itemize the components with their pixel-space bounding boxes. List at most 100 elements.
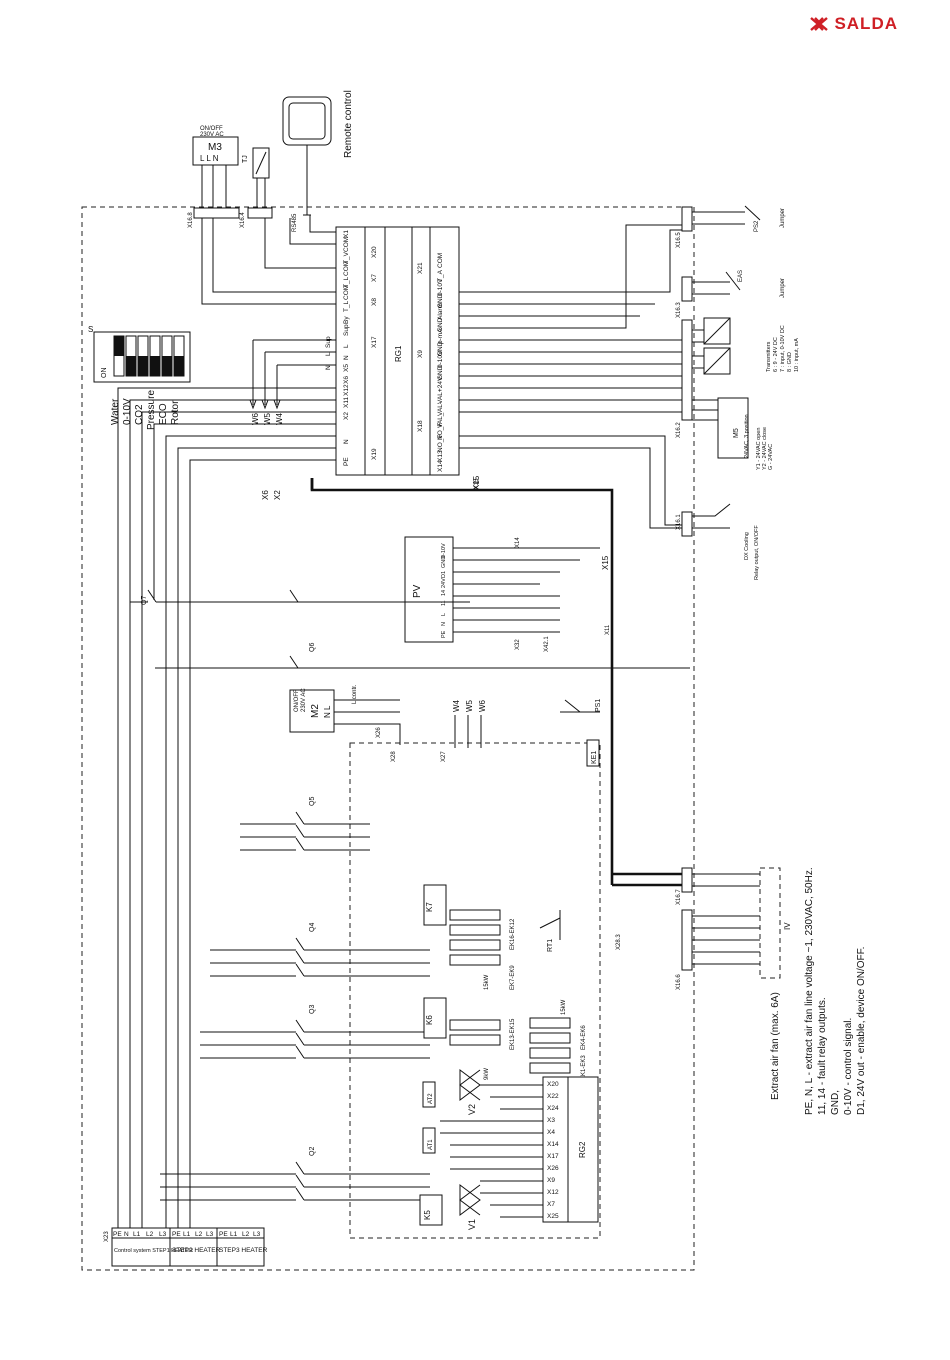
svg-text:VAL+: VAL+ <box>437 388 444 404</box>
svg-text:X28.3: X28.3 <box>616 934 622 950</box>
svg-text:7 : input, 0-10V DC: 7 : input, 0-10V DC <box>780 325 786 372</box>
svg-text:VAL_: VAL_ <box>437 412 444 428</box>
svg-text:GND: GND <box>437 365 444 380</box>
svg-text:X11: X11 <box>343 397 350 408</box>
svg-text:X22: X22 <box>547 1093 559 1100</box>
svg-text:L1: L1 <box>230 1231 238 1238</box>
svg-text:X17: X17 <box>547 1153 559 1160</box>
svg-text:GND: GND <box>437 341 444 356</box>
rt1-sensor <box>539 910 561 940</box>
heater-step2-label: STEP2 HEATER <box>172 1247 221 1254</box>
svg-text:ON/OFF: ON/OFF <box>294 689 300 712</box>
heater-elements-k6: EK13-EK15 9kW <box>449 1018 516 1080</box>
svg-text:RT1: RT1 <box>547 939 554 952</box>
svg-text:L3: L3 <box>159 1231 167 1238</box>
svg-text:24VAC, 3 position: 24VAC, 3 position <box>744 414 750 458</box>
dip-switch-label: S <box>88 325 93 334</box>
svg-text:GND: GND <box>437 317 444 332</box>
svg-text:COM: COM <box>343 285 350 300</box>
svg-text:G - 24VAC: G - 24VAC <box>768 444 774 470</box>
pv-id: PV <box>412 584 423 598</box>
svg-text:X24: X24 <box>547 1105 559 1112</box>
transmitter-legend: Transmitters 6 : 9 - 24V DC 7 : input, 0… <box>766 325 800 372</box>
fan-m3-supply: 230V AC <box>200 132 224 138</box>
extract-fan-notes: PE, N, L - extract air fan line voltage … <box>804 867 867 1115</box>
svg-text:X19: X19 <box>371 448 378 460</box>
valve-v1 <box>459 1184 481 1216</box>
svg-text:N: N <box>343 355 350 360</box>
rg2-controller <box>542 1076 599 1223</box>
salda-logo-icon <box>810 17 829 31</box>
x16-8-label: X16.8 <box>188 212 194 228</box>
eas-switch <box>692 271 741 295</box>
svg-text:8 : GND: 8 : GND <box>787 352 793 372</box>
svg-text:Q3: Q3 <box>309 1005 316 1014</box>
svg-text:X3: X3 <box>547 1117 555 1124</box>
svg-text:EK16-EK12: EK16-EK12 <box>510 918 516 950</box>
svg-text:Jumper: Jumper <box>780 208 786 228</box>
rg1-id: RG1 <box>394 345 403 362</box>
svg-text:Q2: Q2 <box>309 1147 316 1156</box>
svg-text:14: 14 <box>441 590 447 596</box>
remote-control-screen <box>288 102 326 140</box>
svg-text:X27: X27 <box>441 751 447 762</box>
svg-text:DX Cooling: DX Cooling <box>744 532 750 560</box>
ps1-label: PS1 <box>595 699 602 712</box>
svg-text:V2: V2 <box>467 1104 477 1115</box>
heater-elements-k7: EK16-EK12 EK7-EK9 15kW <box>449 909 516 990</box>
svg-text:X1: X1 <box>343 230 350 238</box>
heater-terminal-block <box>111 1227 265 1267</box>
heater-elements-right: EK4-EK6 EK1-EK3 15kW <box>529 999 587 1080</box>
svg-text:L2: L2 <box>242 1231 250 1238</box>
svg-text:N: N <box>343 439 350 444</box>
svg-text:10 : input, mA: 10 : input, mA <box>794 338 800 372</box>
rg2-terminals: X20 X22 X24 X3 X4 X14 X17 X26 X9 X12 X7 … <box>547 1081 559 1220</box>
svg-text:X42.1: X42.1 <box>544 636 550 652</box>
x16-4-label: X16.4 <box>240 212 246 228</box>
pv-unit <box>404 536 454 643</box>
svg-text:T_V: T_V <box>343 251 350 264</box>
svg-text:15kW: 15kW <box>561 999 567 1015</box>
relay-q7 <box>130 589 470 603</box>
svg-text:X15: X15 <box>473 478 480 490</box>
svg-text:EK4-EK6: EK4-EK6 <box>581 1025 587 1050</box>
svg-text:L3: L3 <box>206 1231 214 1238</box>
extract-fan-title: Extract air fan (max. 6A) <box>770 992 781 1100</box>
svg-text:By: By <box>343 316 350 324</box>
svg-text:0-10V - control signal.: 0-10V - control signal. <box>843 1018 854 1115</box>
svg-text:D1, 24V out - enable, device O: D1, 24V out - enable, device ON/OFF. <box>856 947 867 1115</box>
fan-m3-top: ON/OFF <box>200 126 223 132</box>
svg-text:Y1 - 24VAC open: Y1 - 24VAC open <box>756 428 762 470</box>
svg-text:L1: L1 <box>183 1231 191 1238</box>
rg1-left-terminals: X1 COM T_V COM T_L COM T_L By Sup L N X5… <box>343 230 350 466</box>
svg-text:X32: X32 <box>515 639 521 650</box>
svg-text:X14: X14 <box>515 537 521 548</box>
svg-text:N: N <box>441 622 447 626</box>
contactor-k7 <box>423 884 447 926</box>
svg-text:X6: X6 <box>343 376 350 384</box>
svg-text:6 : 9 - 24V DC: 6 : 9 - 24V DC <box>773 337 779 372</box>
svg-text:X16.1: X16.1 <box>676 514 682 530</box>
svg-text:EK1-EK3: EK1-EK3 <box>581 1055 587 1080</box>
svg-text:X11: X11 <box>605 624 611 635</box>
heater-section-frame <box>349 742 601 1239</box>
rg1-right-terminals: COM T_A 0-10V GND Alarm GND p-mA GND 0-1… <box>437 253 480 490</box>
rs485-label: RS485 <box>292 213 298 232</box>
extract-fan-box <box>759 867 781 979</box>
svg-text:PE: PE <box>343 457 350 466</box>
svg-text:X14: X14 <box>547 1141 559 1148</box>
heater-pins: PE N L1 L2 L3 PE L1 L2 L3 PE L1 L2 L3 <box>113 1231 261 1238</box>
svg-text:N: N <box>325 365 332 370</box>
svg-text:Jumper: Jumper <box>780 278 786 298</box>
svg-text:0-10V: 0-10V <box>437 350 444 368</box>
relay-q6 <box>155 655 690 669</box>
relay-q4: Q4 <box>210 923 430 977</box>
x16-4-terminal <box>247 207 273 219</box>
wire-w4: W4 <box>275 412 284 425</box>
brand-logo: SALDA <box>810 14 898 34</box>
svg-text:L3: L3 <box>253 1231 261 1238</box>
svg-text:X16.3: X16.3 <box>676 302 682 318</box>
svg-text:Alarm: Alarm <box>437 303 444 320</box>
svg-text:X21: X21 <box>417 262 424 274</box>
fan-m3-id: M3 <box>208 142 222 153</box>
